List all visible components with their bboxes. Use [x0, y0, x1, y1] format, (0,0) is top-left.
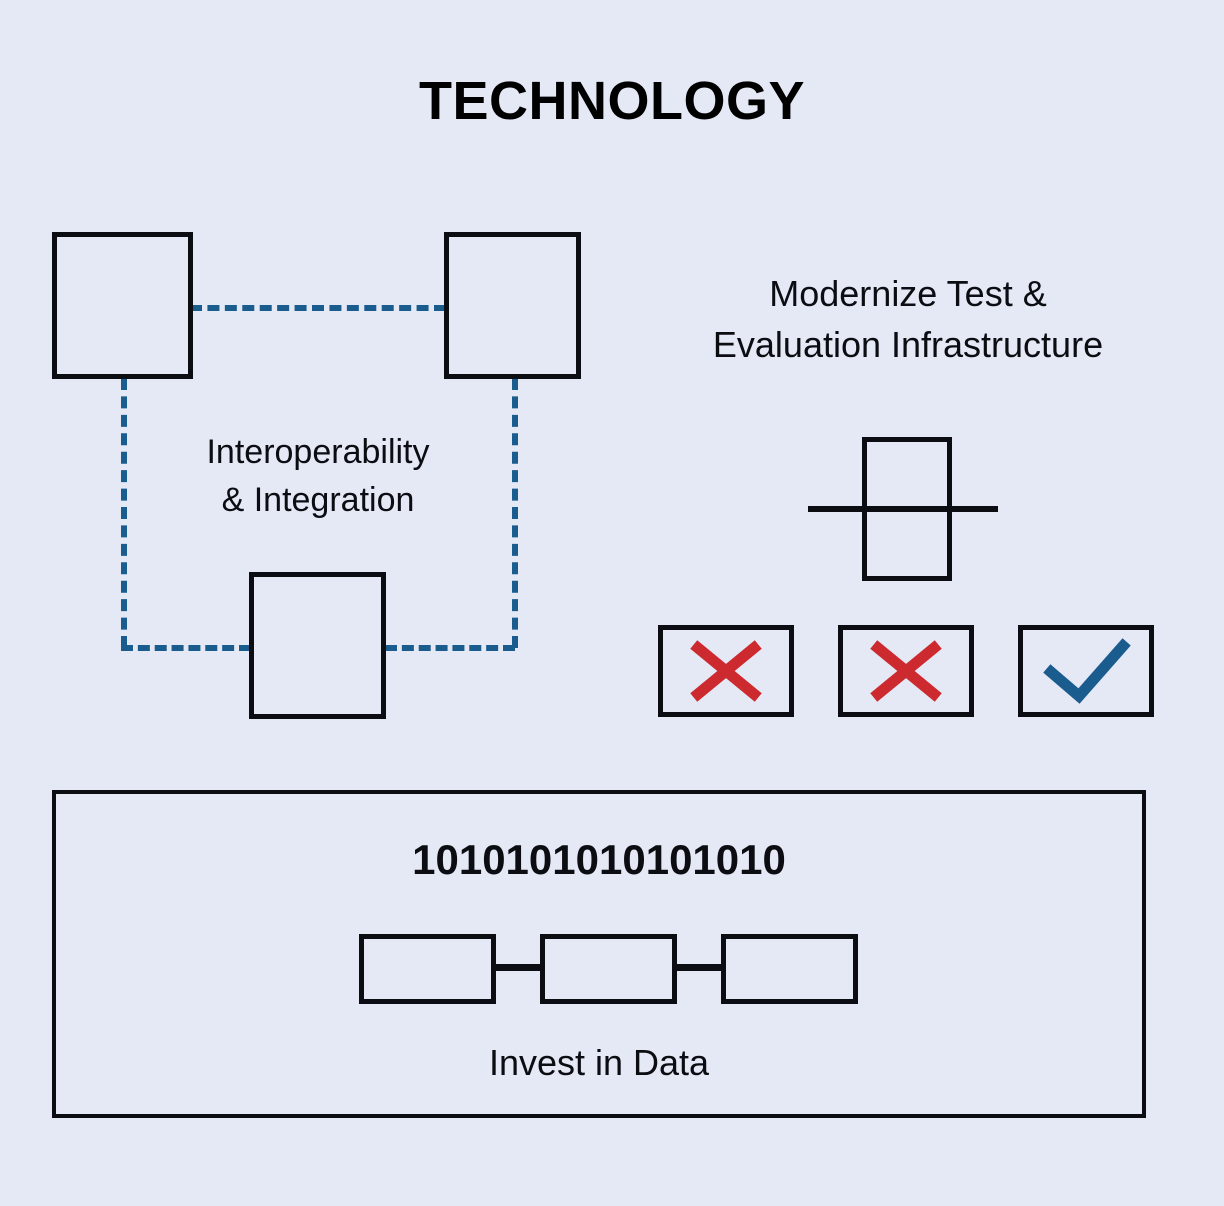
x-mark-icon: [870, 640, 942, 702]
connector-bottom-left-horizontal: [121, 645, 251, 651]
modernize-label-line1: Modernize Test &: [769, 273, 1047, 314]
connector-left-vertical: [121, 378, 127, 648]
chain-rect-1: [359, 934, 496, 1004]
chain-rect-2: [540, 934, 677, 1004]
interoperability-label: Interoperability & Integration: [128, 428, 508, 525]
tile-fail-2[interactable]: [838, 625, 974, 717]
page-title: TECHNOLOGY: [418, 71, 805, 131]
binary-string: 1010101010101010: [412, 836, 786, 883]
modernize-label-line2: Evaluation Infrastructure: [712, 324, 1104, 366]
check-mark-icon: [1043, 638, 1131, 704]
connector-bottom-right-horizontal: [385, 645, 515, 651]
chain-rect-3: [721, 934, 858, 1004]
x-mark-icon: [690, 640, 762, 702]
invest-in-data-panel: 1010101010101010 Invest in Data: [52, 790, 1146, 1118]
tile-pass[interactable]: [1018, 625, 1154, 717]
connector-top-horizontal: [190, 305, 446, 311]
connector-right-vertical: [512, 378, 518, 648]
node-top-left[interactable]: [52, 232, 193, 379]
invest-in-data-caption: Invest in Data: [488, 1042, 710, 1083]
target-horizontal-line: [808, 506, 998, 512]
chain-link-2: [677, 964, 721, 971]
chain-link-1: [496, 964, 540, 971]
interoperability-label-line1: Interoperability: [206, 433, 430, 471]
node-top-right[interactable]: [444, 232, 581, 379]
modernize-label: Modernize Test & Evaluation Infrastructu…: [648, 268, 1168, 370]
node-bottom-center[interactable]: [249, 572, 386, 719]
tile-fail-1[interactable]: [658, 625, 794, 717]
interoperability-label-line2: & Integration: [221, 481, 415, 520]
